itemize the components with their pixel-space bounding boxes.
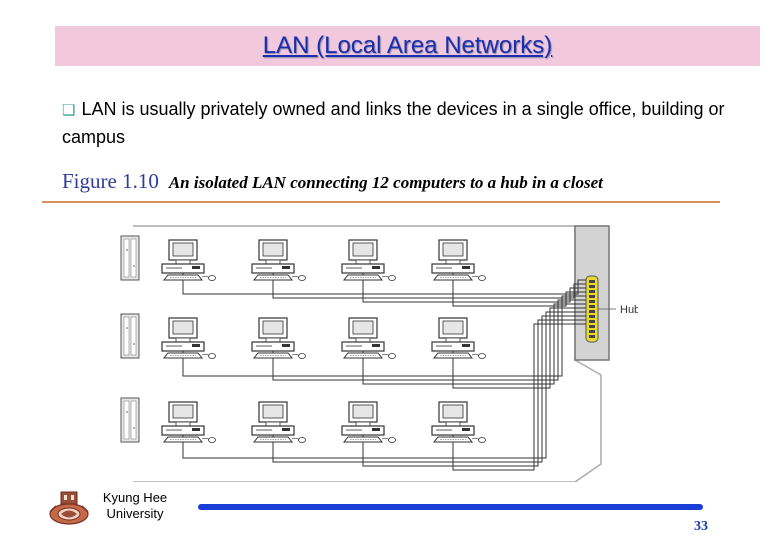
- university-logo: [48, 490, 90, 531]
- page-number: 33: [694, 519, 708, 534]
- server-stack: [120, 397, 140, 443]
- lan-diagram-svg: Hub: [120, 225, 640, 483]
- computer: [341, 239, 397, 282]
- slide-title: LAN (Local Area Networks): [262, 32, 553, 59]
- figure-number: Figure 1.10: [62, 169, 159, 193]
- computer: [251, 239, 307, 282]
- computer: [251, 317, 307, 360]
- computer: [431, 239, 487, 282]
- computer: [341, 317, 397, 360]
- figure-caption: Figure 1.10 An isolated LAN connecting 12…: [62, 169, 603, 194]
- figure-caption-text: An isolated LAN connecting 12 computers …: [168, 173, 603, 192]
- checkbox-bullet-icon: ❑: [62, 102, 76, 119]
- hub-label: Hub: [620, 304, 638, 316]
- computer: [341, 401, 397, 444]
- bullet-text: LAN is usually privately owned and links…: [62, 99, 725, 147]
- caption-divider: [42, 201, 720, 203]
- bullet-point: ❑LAN is usually privately owned and link…: [62, 96, 752, 151]
- computer: [161, 239, 217, 282]
- computer: [251, 401, 307, 444]
- title-bar: LAN (Local Area Networks): [55, 26, 760, 66]
- computer: [161, 317, 217, 360]
- computer: [431, 401, 487, 444]
- server-stack: [120, 235, 140, 281]
- computer: [431, 317, 487, 360]
- server-stack: [120, 313, 140, 359]
- lan-diagram: Hub: [118, 220, 640, 487]
- university-seal-icon: [49, 491, 89, 525]
- footer-bar: [198, 504, 703, 510]
- computer: [161, 401, 217, 444]
- university-name: Kyung Hee University: [102, 490, 168, 521]
